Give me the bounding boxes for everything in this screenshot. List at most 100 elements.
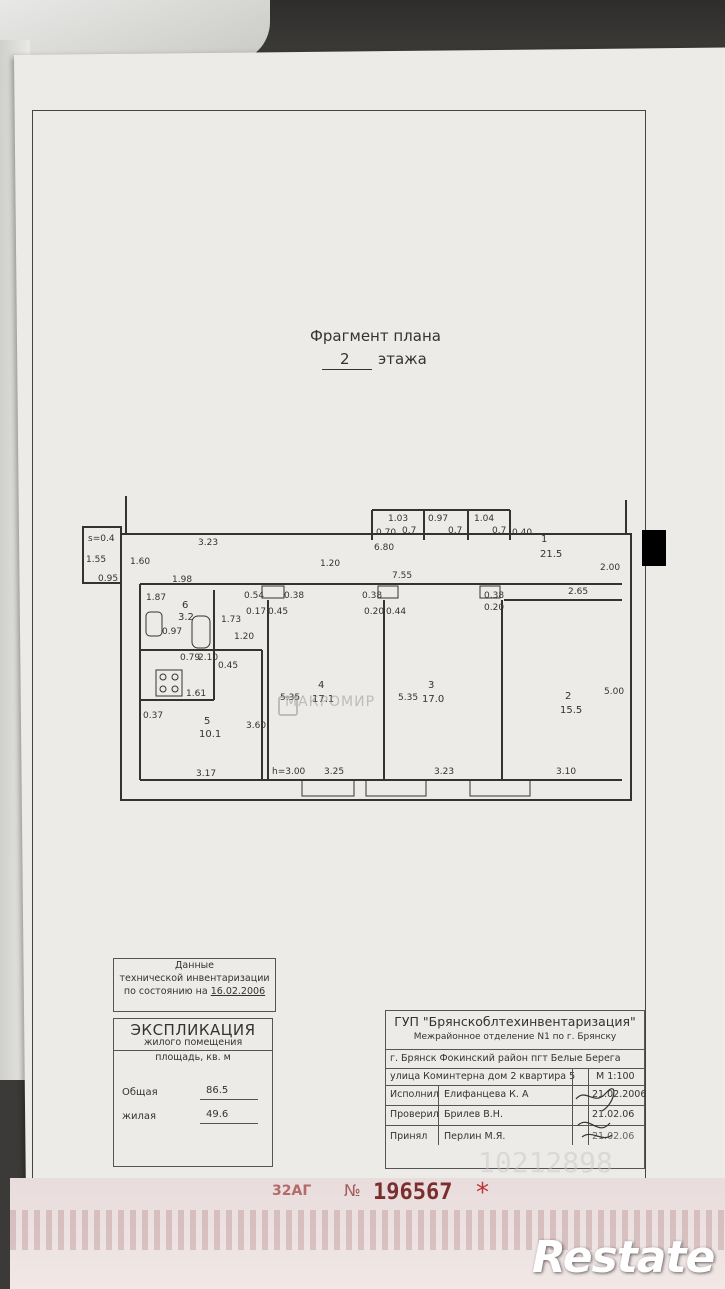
role-checked: Проверил bbox=[390, 1109, 439, 1120]
dim-0-38: 0.38 bbox=[284, 591, 304, 601]
dim-0-20: 0.20 bbox=[364, 607, 384, 617]
explication-unit: площадь, кв. м bbox=[114, 1050, 272, 1063]
dim-0-38: 0.38 bbox=[484, 591, 504, 601]
watermark-site: МАКРОМИР bbox=[285, 694, 376, 710]
explication-underline bbox=[200, 1099, 258, 1100]
room-6-number: 6 bbox=[182, 600, 188, 611]
burner bbox=[171, 673, 179, 681]
room-3-area: 17.0 bbox=[422, 694, 444, 705]
name-accepted: Перлин М.Я. bbox=[444, 1131, 506, 1142]
title-underline bbox=[322, 369, 372, 370]
certificate-star: * bbox=[476, 1178, 489, 1208]
room-2-area: 15.5 bbox=[560, 705, 582, 716]
dim-3-10: 3.10 bbox=[556, 767, 576, 777]
certificate-ornament bbox=[10, 1210, 725, 1250]
dim-0-95: 0.95 bbox=[98, 574, 118, 584]
inventory-note: Данные технической инвентаризации по сос… bbox=[113, 958, 276, 1012]
dim-0-40: 0.40 bbox=[512, 528, 532, 538]
window bbox=[301, 779, 355, 797]
room-3-number: 3 bbox=[428, 680, 434, 691]
dim-2-10: 2.10 bbox=[198, 653, 218, 663]
dim-0-79: 0.79 bbox=[180, 653, 200, 663]
signature-scribble bbox=[575, 1088, 615, 1139]
date-accepted: 21.02.06 bbox=[592, 1131, 635, 1142]
dim-5-00: 5.00 bbox=[604, 687, 624, 697]
room-2-number: 2 bbox=[565, 691, 571, 702]
dim-1-55: 1.55 bbox=[86, 555, 106, 565]
dim-2-65: 2.65 bbox=[568, 587, 588, 597]
divider bbox=[386, 1085, 644, 1086]
dim-1-04: 1.04 bbox=[474, 514, 494, 524]
room-5-area: 10.1 bbox=[199, 729, 221, 740]
room-9-area: 0.7 bbox=[492, 526, 506, 536]
inventory-line2: технической инвентаризации bbox=[119, 973, 270, 984]
dim-0-20: 0.20 bbox=[484, 603, 504, 613]
dim-3-60: 3.60 bbox=[246, 721, 266, 731]
dim-6-80: 6.80 bbox=[374, 543, 394, 553]
divider bbox=[438, 1085, 439, 1145]
balcony bbox=[82, 526, 122, 584]
organization-name: ГУП "Брянскоблтехинвентаризация" bbox=[394, 1014, 636, 1029]
vent bbox=[261, 585, 285, 599]
plastic-sleeve bbox=[0, 0, 270, 62]
dim-3-17: 3.17 bbox=[196, 769, 216, 779]
room-labels: 1 21.5 2 15.5 3 17.0 4 17.1 5 10.1 6 3.2… bbox=[178, 526, 582, 740]
watermark-logo-icon bbox=[278, 696, 298, 716]
inventory-line1: Данные bbox=[174, 960, 214, 971]
dim-0-97: 0.97 bbox=[162, 627, 182, 637]
room-8-area: 0.7 bbox=[448, 526, 462, 536]
room-5-number: 5 bbox=[204, 716, 210, 727]
dim-3-23: 3.23 bbox=[434, 767, 454, 777]
dim-0-38: 0.38 bbox=[362, 591, 382, 601]
dim-3-25: 3.25 bbox=[324, 767, 344, 777]
dim-0-17: 0.17 bbox=[246, 607, 266, 617]
watermark-id: 10212898 bbox=[478, 1146, 613, 1179]
explication-subtitle: жилого помещения bbox=[143, 1037, 243, 1048]
explication-underline bbox=[200, 1123, 258, 1124]
dim-1-03: 1.03 bbox=[388, 514, 408, 524]
stove bbox=[155, 669, 183, 697]
burner bbox=[171, 685, 179, 693]
divider bbox=[386, 1105, 644, 1106]
room-4-area: 17.1 bbox=[312, 694, 334, 705]
brand-logo: Restate bbox=[532, 1232, 715, 1283]
address-line1: г. Брянск Фокинский район пгт Белые Бере… bbox=[390, 1053, 621, 1064]
certificate-sheet bbox=[10, 1178, 725, 1289]
certificate-number-label: № bbox=[344, 1181, 361, 1200]
dimension-labels: 3.23 s=0.4 1.60 1.55 0.95 1.98 1.87 0.97… bbox=[86, 514, 624, 779]
dim-1-61: 1.61 bbox=[186, 689, 206, 699]
divider bbox=[572, 1068, 573, 1145]
dim-1-87: 1.87 bbox=[146, 593, 166, 603]
dim-0-37: 0.37 bbox=[143, 711, 163, 721]
explication-total-label: Общая bbox=[122, 1087, 158, 1098]
fixtures bbox=[145, 585, 531, 797]
dim-0-54: 0.54 bbox=[244, 591, 264, 601]
burner bbox=[159, 685, 167, 693]
plan-title: Фрагмент плана bbox=[310, 327, 441, 345]
role-executed: Исполнил bbox=[390, 1089, 439, 1100]
explication-living-label: жилая bbox=[122, 1111, 157, 1122]
dim-1-73: 1.73 bbox=[221, 615, 241, 625]
walls bbox=[82, 496, 632, 801]
dim-1-60: 1.60 bbox=[130, 557, 150, 567]
divider bbox=[588, 1068, 589, 1145]
explication-table: ЭКСПЛИКАЦИЯ жилого помещения площадь, кв… bbox=[113, 1018, 273, 1167]
department-name: Межрайонное отделение N1 по г. Брянску bbox=[413, 1032, 617, 1042]
redaction-block bbox=[642, 530, 666, 566]
room-4-number: 4 bbox=[318, 680, 324, 691]
dim-5-35: 5.35 bbox=[280, 693, 300, 703]
date-checked: 21.02.06 bbox=[592, 1109, 635, 1120]
dim-0-70: 0.70 bbox=[376, 528, 396, 538]
room-1-area: 21.5 bbox=[540, 549, 562, 560]
ceiling-height: h=3.00 bbox=[272, 767, 306, 777]
dim-7-55: 7.55 bbox=[392, 571, 412, 581]
date-executed: 21.02.2006 bbox=[592, 1089, 647, 1100]
dim-1-20: 1.20 bbox=[320, 559, 340, 569]
bathtub bbox=[191, 615, 211, 649]
divider bbox=[386, 1049, 644, 1050]
inventory-date: 16.02.2006 bbox=[210, 986, 266, 997]
vent bbox=[377, 585, 399, 599]
room-7-area: 0.7 bbox=[402, 526, 416, 536]
explication-total-value: 86.5 bbox=[206, 1085, 229, 1096]
inventory-line3-text: по состоянию на bbox=[123, 986, 208, 997]
